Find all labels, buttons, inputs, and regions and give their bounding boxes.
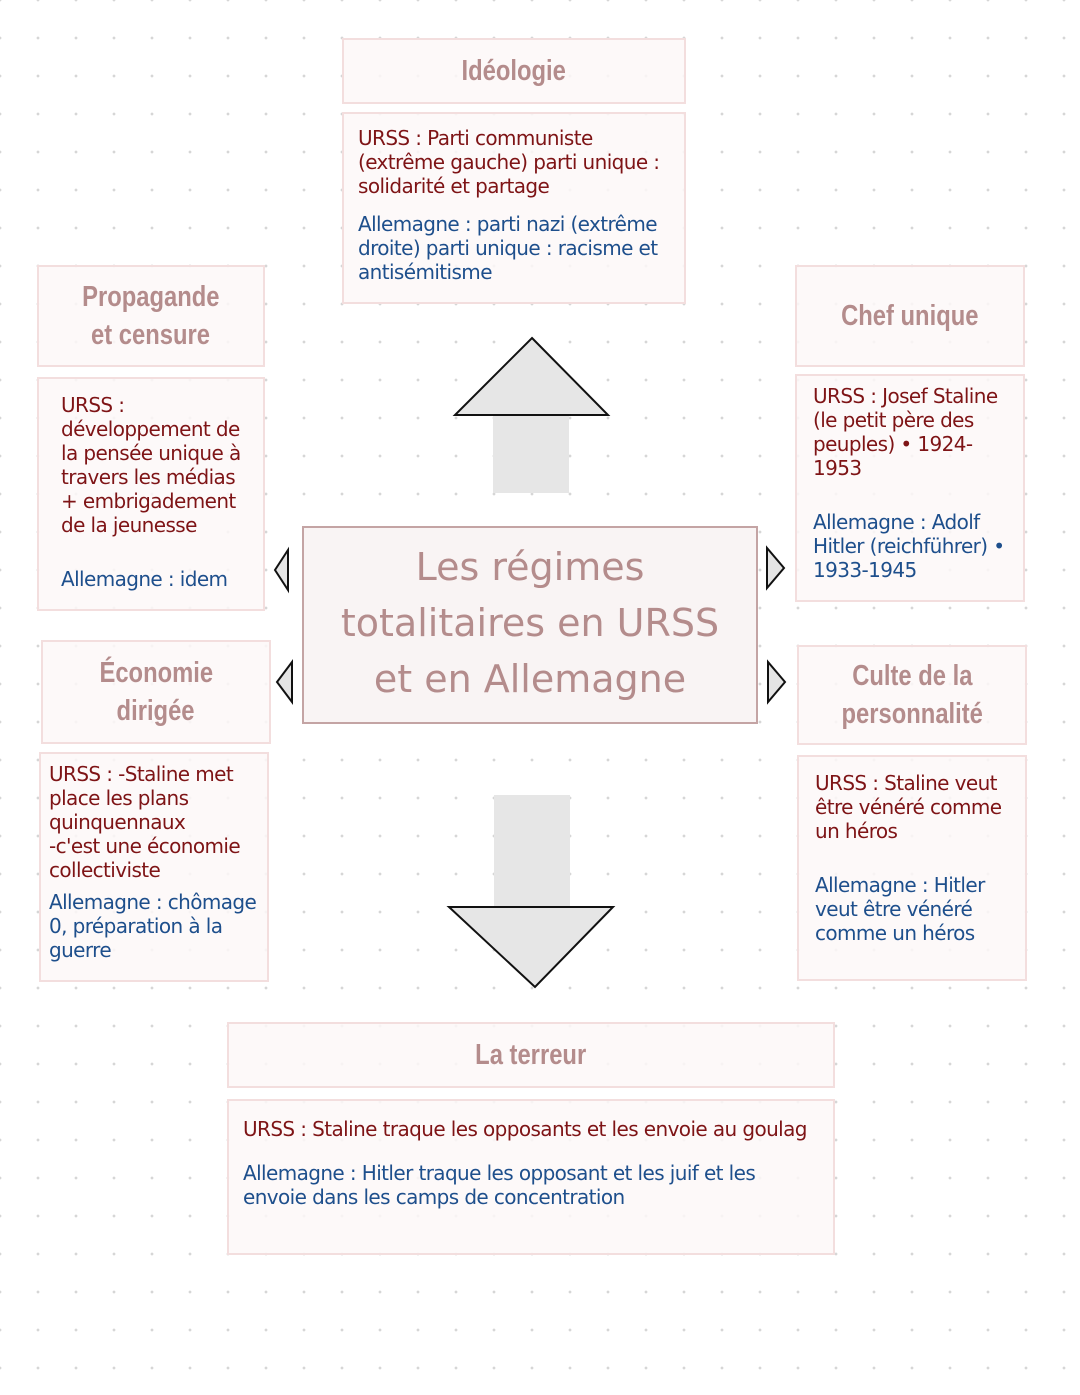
culte-title-line2: personnalité [841,698,983,730]
economie-title-line1: Économie [99,657,213,689]
propagande-allemagne-text: Allemagne : idem [61,567,228,591]
center-title-line1: Les régimes [415,545,645,589]
down-arrow-icon [446,795,616,989]
propagande-urss-text: URSS : développement de la pensée unique… [61,393,241,537]
ideologie-content-box: URSS : Parti communiste (extrême gauche)… [342,112,686,304]
propagande-title-box: Propagande et censure [37,265,265,367]
chef-content-box: URSS : Josef Staline (le petit père des … [795,374,1025,602]
culte-allemagne-text: Allemagne : Hitler veut être vénéré comm… [815,873,985,945]
chef-title: Chef unique [841,300,979,332]
center-title: Les régimes totalitaires en URSS et en A… [341,539,719,711]
culte-urss-text: URSS : Staline veut être vénéré comme un… [815,771,1002,843]
economie-urss-line1: URSS : -Staline met place les plans quin… [49,762,234,834]
left-arrow-icon-top [273,546,289,594]
economie-content-box: URSS : -Staline met place les plans quin… [39,752,269,982]
ideologie-title-box: Idéologie [342,38,686,104]
ideologie-allemagne-text: Allemagne : parti nazi (extrême droite) … [358,212,658,284]
economie-urss-line2: -c'est une économie collectiviste [49,834,241,882]
left-arrow-icon-bottom [275,659,293,705]
chef-allemagne-text: Allemagne : Adolf Hitler (reichführer) •… [813,510,1005,582]
culte-content-box: URSS : Staline veut être vénéré comme un… [797,755,1027,981]
economie-title-line2: dirigée [117,695,195,727]
propagande-title-line2: et censure [91,319,211,351]
ideologie-title: Idéologie [461,55,567,87]
terreur-urss-text: URSS : Staline traque les opposants et l… [243,1117,807,1141]
center-title-box: Les régimes totalitaires en URSS et en A… [302,526,758,724]
economie-title-box: Économie dirigée [41,640,271,744]
culte-title-line1: Culte de la [851,660,973,692]
chef-urss-text: URSS : Josef Staline (le petit père des … [813,384,998,480]
propagande-content-box: URSS : développement de la pensée unique… [37,377,265,611]
chef-title-box: Chef unique [795,265,1025,367]
center-title-line3: et en Allemagne [373,657,687,701]
right-arrow-icon-top [766,545,786,591]
ideologie-urss-text: URSS : Parti communiste (extrême gauche)… [358,126,660,198]
up-arrow-icon [452,336,611,493]
terreur-title-box: La terreur [227,1022,835,1088]
terreur-allemagne-text: Allemagne : Hitler traque les opposant e… [243,1161,756,1209]
right-arrow-icon-bottom [767,659,787,705]
terreur-content-box: URSS : Staline traque les opposants et l… [227,1099,835,1255]
center-title-line2: totalitaires en URSS [340,601,720,645]
economie-allemagne-text: Allemagne : chômage 0, préparation à la … [49,890,257,962]
propagande-title-line1: Propagande [82,281,220,313]
terreur-title: La terreur [475,1039,587,1071]
culte-title-box: Culte de la personnalité [797,645,1027,745]
